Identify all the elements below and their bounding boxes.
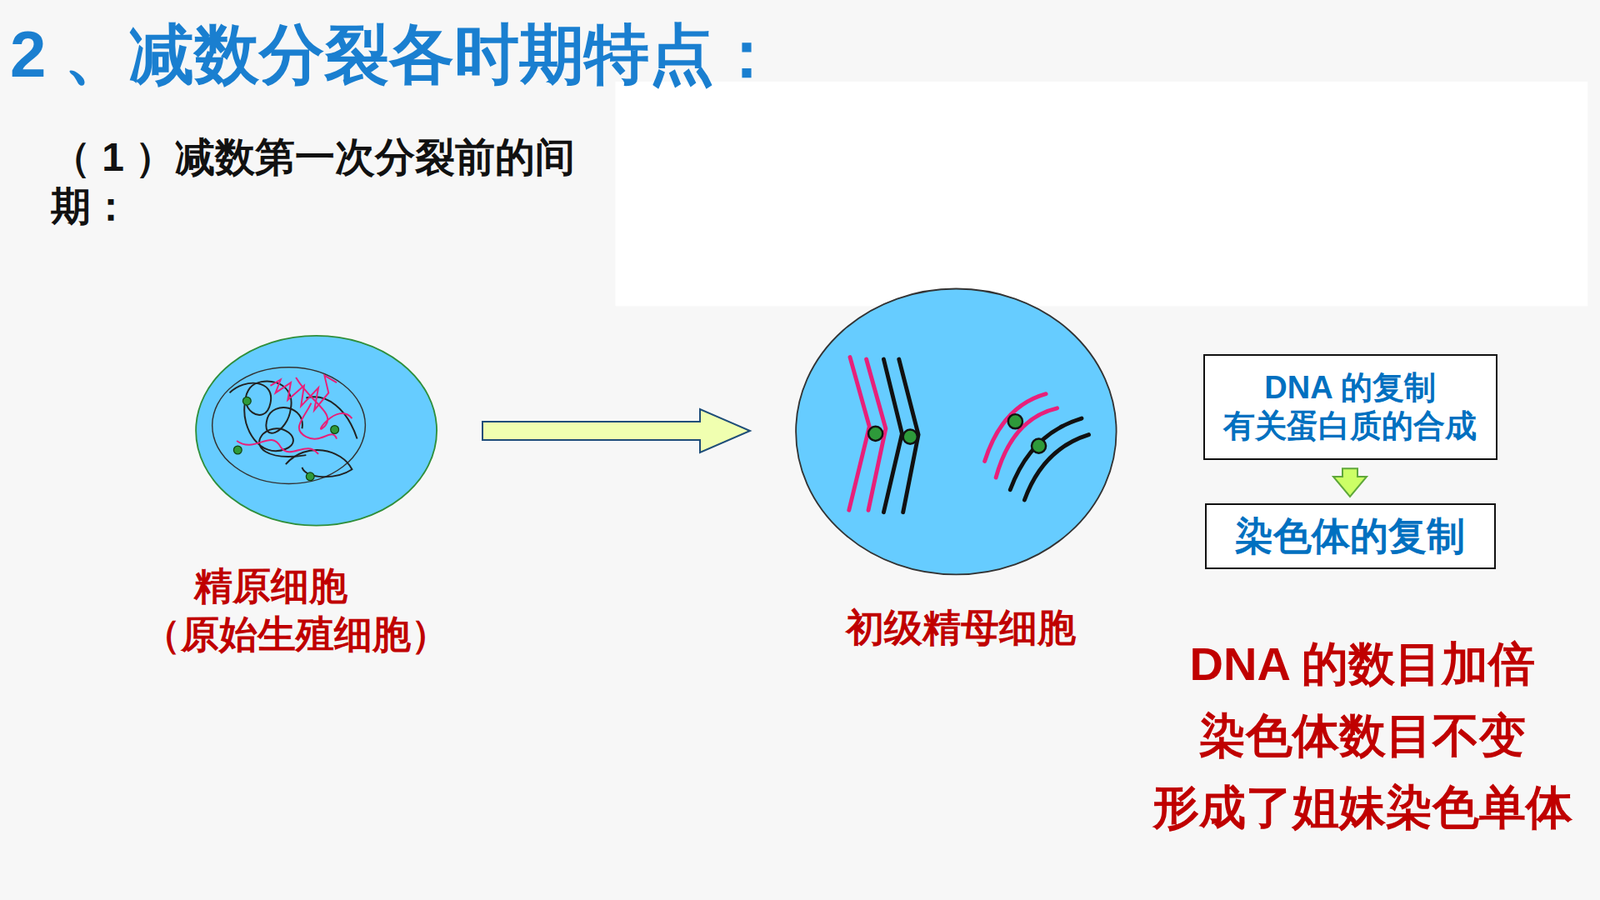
block-arrow xyxy=(482,409,750,453)
note-text: DNA 的数目加倍 xyxy=(1190,637,1536,691)
chromatin xyxy=(230,375,358,478)
cell-label: 初级精母细胞 xyxy=(845,605,1076,650)
section-heading: （ 1 ）减数第一次分裂前的间期： xyxy=(50,133,635,231)
cell-label: （原始生殖细胞） xyxy=(142,612,450,657)
cell-membrane xyxy=(795,289,1116,575)
primary-spermatocyte-figure xyxy=(795,289,1116,575)
cell-node: 初级精母细胞 xyxy=(795,289,1118,575)
cell-membrane xyxy=(195,335,437,526)
page-title: 2 、减数分裂各时期特点： xyxy=(10,11,780,100)
centromere-dots xyxy=(233,396,339,480)
process-box: 染色体的复制 xyxy=(1205,503,1496,570)
spermatogonium-figure xyxy=(195,335,437,526)
block-arrow xyxy=(1333,468,1367,497)
note-text: 形成了姐妹染色单体 xyxy=(1152,780,1573,835)
note-text: 染色体数目不变 xyxy=(1199,709,1526,763)
chromosomes xyxy=(849,357,1090,513)
cell-label: 精原细胞 xyxy=(194,564,348,609)
box-text: 染色体的复制 xyxy=(1235,513,1465,560)
process-box: DNA 的复制 有关蛋白质的合成 xyxy=(1203,354,1498,460)
cell-node: 精原细胞（原始生殖细胞） xyxy=(195,335,437,526)
nucleus xyxy=(212,367,366,485)
white-panel xyxy=(615,81,1588,306)
centromeres xyxy=(868,414,1046,454)
box-text: DNA 的复制 有关蛋白质的合成 xyxy=(1218,369,1483,445)
